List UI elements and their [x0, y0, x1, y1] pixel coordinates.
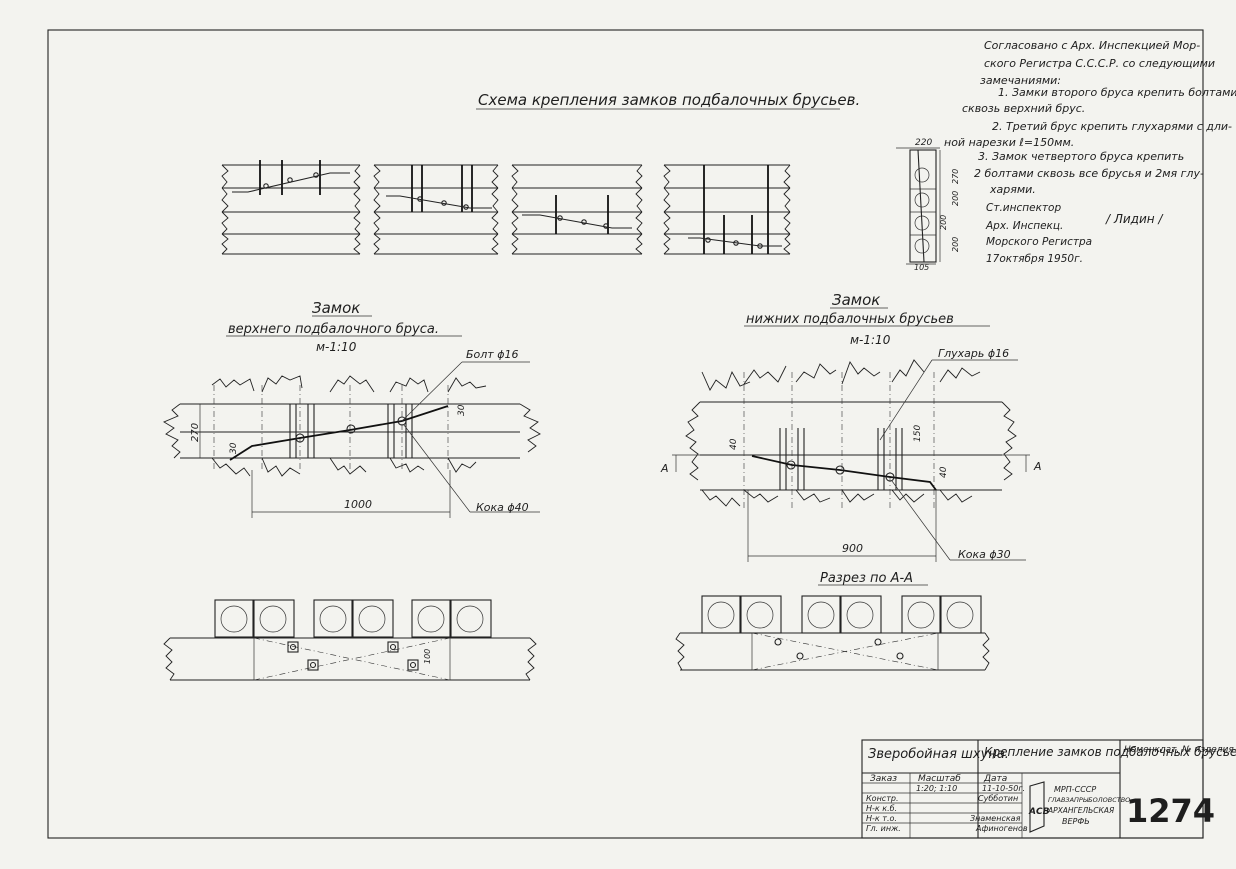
upper-lock-title: Замок [312, 299, 360, 317]
approval-line-5: сквозь верхний брус. [962, 102, 1085, 115]
section-aa-title: Разрез по А-А [820, 571, 913, 586]
main-title: Схема крепления замков подбалочных брусь… [478, 91, 860, 109]
approval-line-1: Согласовано с Арх. Инспекцией Мор- [984, 39, 1200, 52]
upper-bolt-label: Болт ϕ16 [466, 348, 518, 361]
inspector-role: Ст.инспектор [986, 202, 1061, 214]
upper-dim-small-3: 100 [423, 649, 432, 664]
role-constructor: Констр. [866, 794, 898, 803]
verf-logo: АСВ [1028, 781, 1050, 833]
date-label: Дата [983, 774, 1007, 784]
scheme-sketch-4 [663, 164, 791, 255]
dim-top-220: 220 [915, 138, 932, 148]
dim-v3: 200 [939, 215, 948, 230]
upper-dim-length: 1000 [344, 498, 372, 511]
name-constructor: Субботин [978, 794, 1018, 803]
name-head-to: Знаменская [970, 814, 1021, 823]
title-block-product: Зверобойная шхуна. [868, 747, 1009, 762]
lower-lag-label: Глухарь ϕ16 [938, 347, 1009, 360]
dim-v2: 200 [951, 191, 960, 206]
drawing-frame [47, 29, 1204, 839]
upper-lock-plan: 100 [163, 599, 537, 681]
lower-dim-small-3: 40 [939, 466, 949, 478]
section-marker-right: А [1033, 460, 1042, 473]
upper-dim-small-2: 30 [457, 404, 467, 416]
scheme-sketch-3 [511, 164, 643, 255]
scheme-sketch-1 [221, 160, 361, 255]
approval-line-4: 1. Замки второго бруса крепить болтами [998, 86, 1236, 99]
org-line-2: ГЛАВЗАПРЫБОЛОВСТВО [1048, 796, 1130, 804]
approval-line-3: замечаниями: [980, 74, 1061, 87]
approval-line-2: ского Регистра С.С.С.Р. со следующими [984, 57, 1215, 70]
name-chief-engineer: Афиногенов [975, 824, 1028, 833]
upper-lock: Замок верхнего подбалочного бруса. м-1:1… [163, 299, 541, 518]
approval-line-7: ной нарезки ℓ=150мм. [944, 136, 1074, 149]
scheme-sketch-2 [373, 164, 499, 255]
upper-dowel-label: Кока ϕ40 [476, 501, 529, 514]
inspector-org-1: Арх. Инспекц. [985, 220, 1063, 232]
org-line-4: ВЕРФЬ [1062, 817, 1090, 826]
approval-line-8: 3. Замок четвертого бруса крепить [978, 150, 1184, 163]
org-line-1: МРП-СССР [1054, 785, 1096, 794]
section-aa-plan [675, 595, 990, 671]
upper-lock-subtitle: верхнего подбалочного бруса. [228, 322, 439, 337]
title-block: Зверобойная шхуна. Крепление замков подб… [861, 739, 1236, 839]
scale-label: Масштаб [918, 774, 961, 784]
lower-dim-small-1: 40 [729, 438, 739, 450]
lower-lock: Замок нижних подбалочных брусьев м-1:10 … [660, 291, 1042, 562]
dim-bottom-105: 105 [914, 263, 929, 272]
approval-date: 17октября 1950г. [986, 253, 1083, 265]
date-value: 11-10-50г. [982, 784, 1025, 793]
approval-line-9: 2 болтами сквозь все брусья и 2мя глу- [974, 167, 1204, 180]
upper-dim-small-1: 30 [229, 442, 239, 454]
approval-note: Согласовано с Арх. Инспекцией Мор- ского… [944, 39, 1236, 265]
lower-dowel-label: Кока ϕ30 [958, 548, 1011, 561]
title-block-nomenclature: Номенклат. № изделия [1124, 745, 1234, 755]
role-head-to: Н-к т.о. [866, 814, 897, 823]
section-marker-left: А [660, 462, 669, 475]
approval-line-6: 2. Третий брус крепить глухарями с дли- [992, 120, 1232, 133]
drawing-number: 1274 [1126, 792, 1215, 830]
inspector-signature: / Лидин / [1105, 212, 1164, 226]
role-head-kb: Н-к к.б. [866, 804, 897, 813]
lower-lock-title: Замок [832, 291, 880, 309]
approval-line-10: харями. [989, 183, 1036, 196]
upper-dim-height: 270 [190, 423, 201, 442]
lower-lock-subtitle: нижних подбалочных брусьев [746, 312, 954, 327]
dim-v4: 200 [951, 237, 960, 252]
dim-v1: 270 [951, 169, 960, 184]
title-block-title: Крепление замков подбалочных брусьев. [984, 745, 1236, 759]
upper-lock-scale: м-1:10 [316, 340, 357, 354]
section-detail: 220 270 200 200 200 105 [896, 138, 960, 272]
inspector-org-2: Морского Регистра [986, 236, 1092, 248]
scheme-sketches [221, 160, 791, 255]
role-chief-engineer: Гл. инж. [866, 824, 901, 833]
order-label: Заказ [870, 774, 897, 784]
lower-dim-length: 900 [842, 542, 863, 555]
org-line-3: АРХАНГЕЛЬСКАЯ [1047, 806, 1114, 815]
lower-lock-scale: м-1:10 [850, 333, 891, 347]
lower-dim-small-2: 150 [913, 425, 923, 442]
logo-text: АСВ [1028, 807, 1050, 817]
scale-value: 1:20; 1:10 [916, 784, 957, 793]
